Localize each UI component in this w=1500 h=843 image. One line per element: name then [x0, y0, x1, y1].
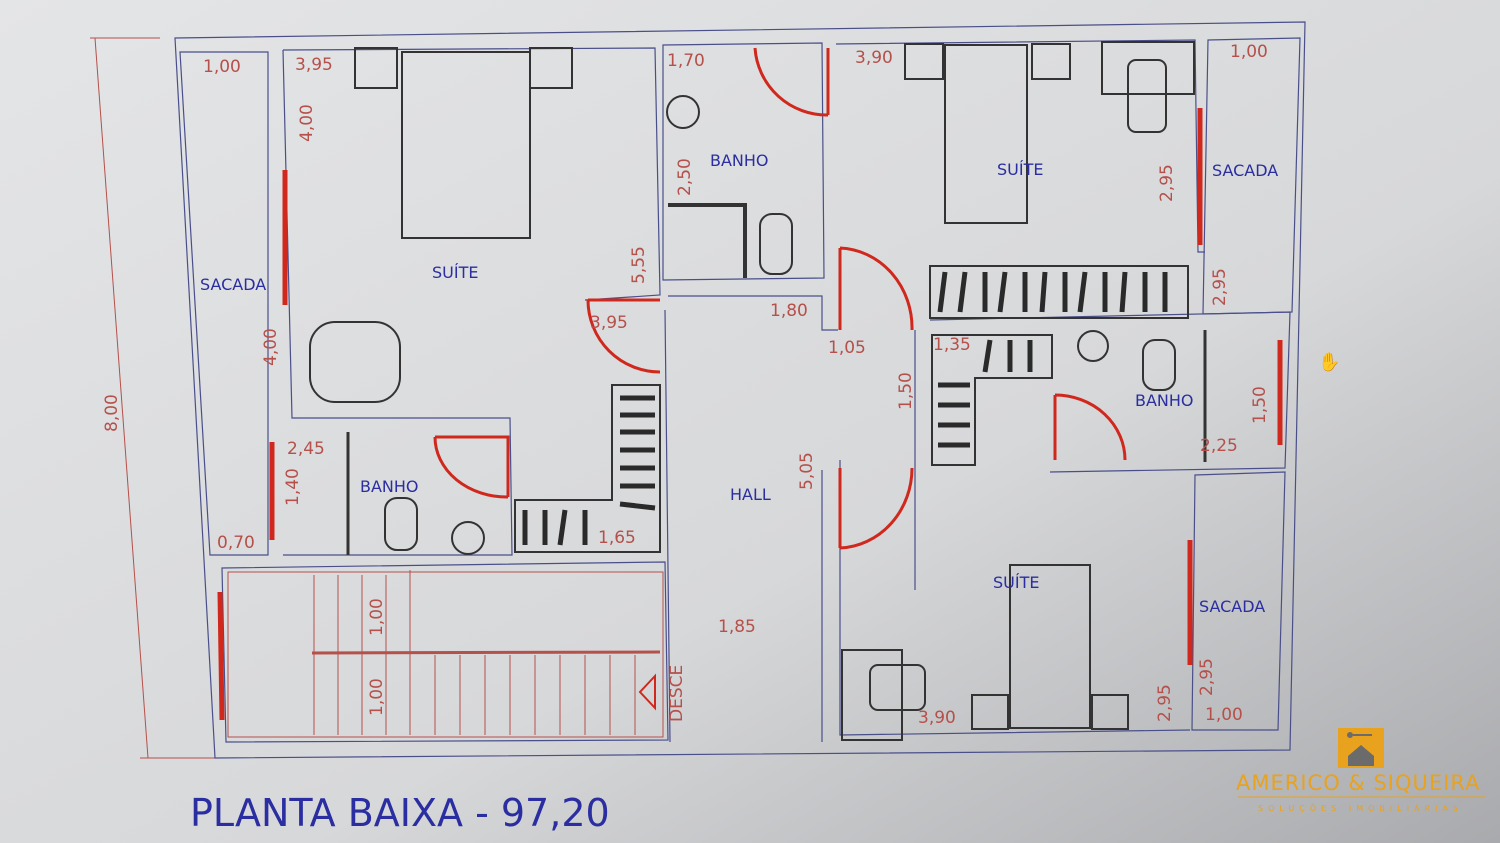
logo-tagline: SOLUÇÕES IMOBILIÁRIAS — [1258, 802, 1463, 813]
company-logo: AMERICO & SIQUEIRA SOLUÇÕES IMOBILIÁRIAS — [1236, 728, 1486, 813]
dimension-label: 5,55 — [629, 246, 649, 284]
dimension-label: 2,25 — [1200, 436, 1238, 456]
dimension-label: 0,70 — [217, 533, 255, 553]
room-label-sacada: SACADA — [1199, 597, 1265, 616]
dimension-label: 2,95 — [1155, 684, 1175, 722]
dimension-label: 1,05 — [828, 338, 866, 358]
dimension-label: 3,95 — [295, 55, 333, 75]
nightstand — [354, 47, 398, 89]
desk — [1101, 41, 1195, 95]
room-labels: SUÍTE SACADA BANHO BANHO HALL SUÍTE SACA… — [200, 151, 1278, 722]
walls — [174, 21, 1306, 759]
single-bed — [944, 44, 1028, 224]
dimension-label: 4,00 — [297, 104, 317, 142]
dimension-label: 3,90 — [855, 48, 893, 68]
dimension-label: 1,00 — [367, 678, 387, 716]
dimension-label: 5,05 — [797, 452, 817, 490]
overall-dimension-line — [90, 37, 220, 759]
staircase — [227, 570, 664, 738]
room-label-banho: BANHO — [360, 477, 419, 496]
desk — [841, 649, 903, 741]
dimension-label: 2,95 — [1157, 164, 1177, 202]
overall-dimension-label: 8,00 — [102, 394, 122, 432]
logo-name: AMERICO & SIQUEIRA — [1236, 771, 1480, 795]
dimension-label: 1,00 — [1205, 705, 1243, 725]
chair — [869, 664, 926, 711]
dimension-label: 1,35 — [933, 335, 971, 355]
nightstand — [971, 694, 1009, 730]
nightstand — [529, 47, 573, 89]
toilet — [384, 497, 418, 551]
dimension-label: 1,80 — [770, 301, 808, 321]
sink — [666, 95, 700, 129]
dimension-label: 1,50 — [896, 372, 916, 410]
nightstand — [1091, 694, 1129, 730]
nightstand — [1031, 43, 1071, 80]
room-label-banho: BANHO — [710, 151, 769, 170]
room-label-sacada: SACADA — [200, 275, 266, 294]
dimension-label: 2,95 — [1210, 268, 1230, 306]
dimension-labels: 1,00 3,95 4,00 4,00 5,55 3,95 1,70 2,50 … — [102, 42, 1270, 728]
dimension-label: 1,50 — [1250, 386, 1270, 424]
dimension-label: 1,40 — [283, 468, 303, 506]
doors-and-windows — [217, 47, 1283, 721]
dimension-label: 1,00 — [367, 598, 387, 636]
room-label-suite: SUÍTE — [993, 573, 1039, 592]
room-label-sacada: SACADA — [1212, 161, 1278, 180]
dimension-label: 1,85 — [718, 617, 756, 637]
dimension-label: 1,65 — [598, 528, 636, 548]
closets — [514, 265, 1189, 553]
dimension-label: 1,00 — [1230, 42, 1268, 62]
dimension-label: 3,90 — [918, 708, 956, 728]
toilet — [759, 213, 793, 275]
dimension-label: 2,45 — [287, 439, 325, 459]
hand-cursor-icon: ✋ — [1318, 351, 1340, 373]
sink — [451, 521, 485, 555]
room-label-banho: BANHO — [1135, 391, 1194, 410]
stairs-label: DESCE — [667, 665, 687, 722]
dimension-label: 1,70 — [667, 51, 705, 71]
armchair — [309, 321, 401, 403]
room-label-suite: SUÍTE — [997, 160, 1043, 179]
dimension-label: 3,95 — [590, 313, 628, 333]
nightstand — [904, 43, 944, 80]
dimension-label: 2,95 — [1197, 658, 1217, 696]
dimension-label: 1,00 — [203, 57, 241, 77]
single-bed — [1009, 564, 1091, 729]
room-label-hall: HALL — [730, 485, 771, 504]
toilet — [1142, 339, 1176, 391]
room-label-suite: SUÍTE — [432, 263, 478, 282]
furniture — [309, 41, 1207, 741]
dimension-label: 2,50 — [675, 158, 695, 196]
double-bed — [401, 51, 531, 239]
plan-title: PLANTA BAIXA - 97,20 — [190, 791, 610, 835]
chair — [1127, 59, 1167, 133]
sink — [1077, 330, 1109, 362]
dimension-label: 4,00 — [261, 328, 281, 366]
